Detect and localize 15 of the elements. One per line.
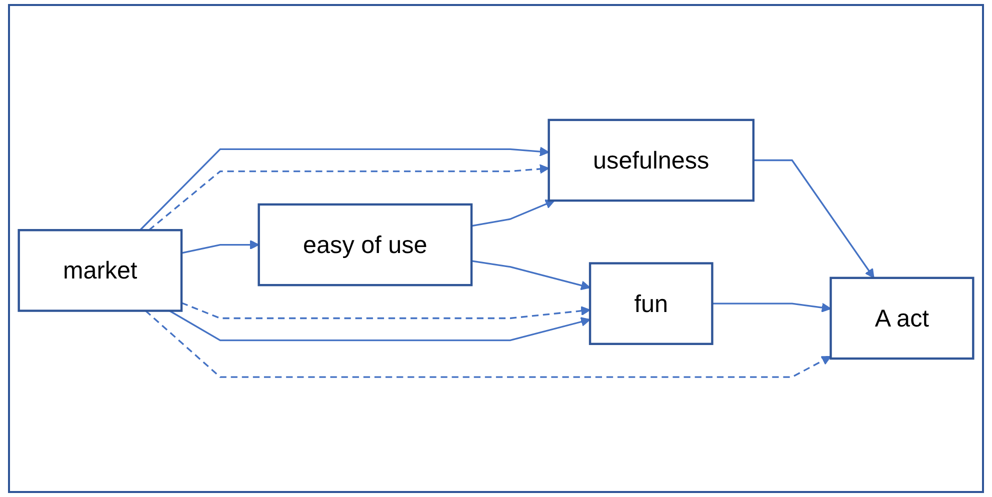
arrow — [471, 199, 555, 227]
node-box: easy of use — [258, 203, 473, 286]
arrow — [181, 302, 590, 320]
node-box: A act — [830, 276, 974, 360]
node-box: fun — [588, 262, 714, 346]
arrow — [753, 159, 874, 278]
arrow — [712, 302, 832, 312]
arrow — [148, 164, 550, 231]
arrow — [181, 240, 260, 254]
arrow — [140, 146, 550, 231]
node-box: market — [18, 229, 183, 312]
node-box: usefulness — [548, 118, 755, 202]
arrow — [471, 260, 590, 290]
arrow — [169, 310, 590, 342]
arrow — [145, 310, 832, 378]
